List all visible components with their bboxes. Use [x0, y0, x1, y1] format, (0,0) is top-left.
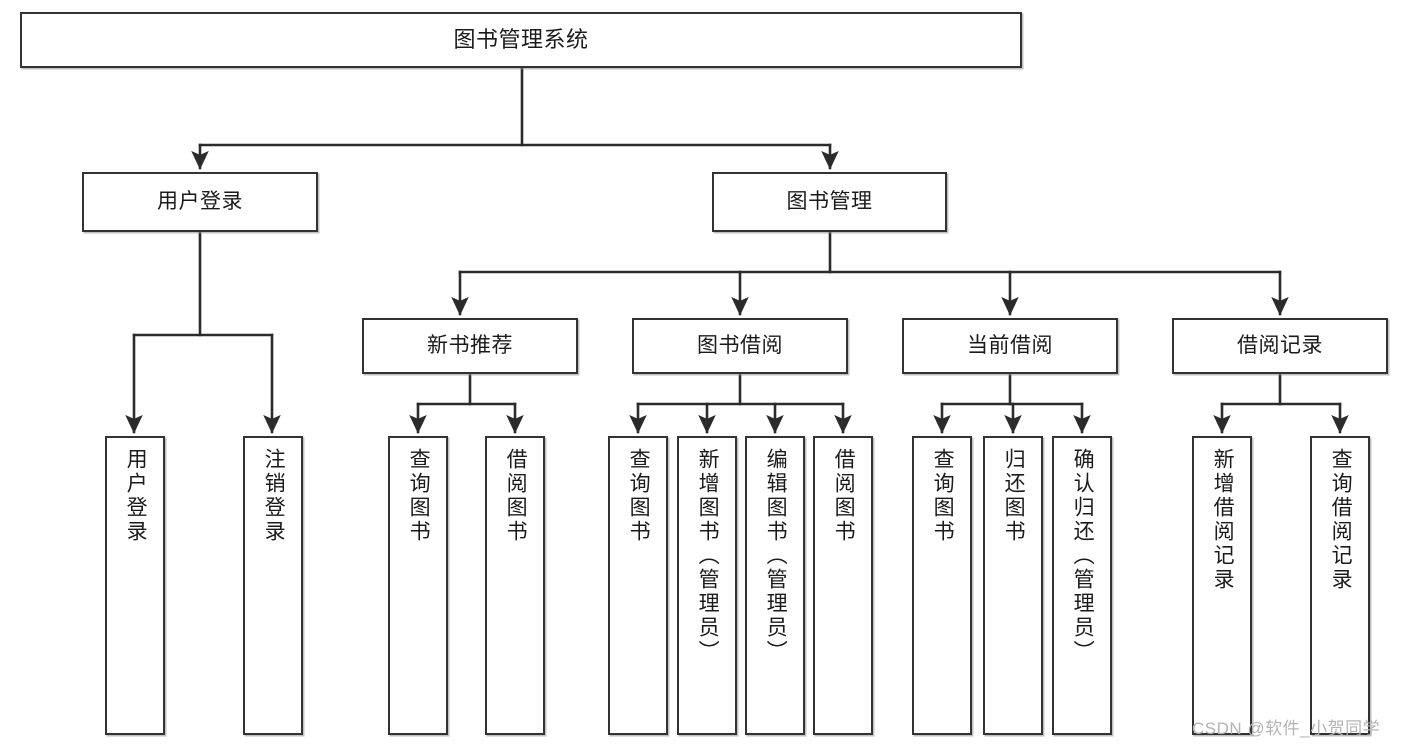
node-leaf-query-book-3[interactable]: 查询图书 — [912, 436, 972, 735]
node-current-borrow[interactable]: 当前借阅 — [902, 318, 1118, 374]
node-leaf-add-record-label: 新增借阅记录 — [1211, 448, 1235, 592]
node-new-book-recommend-label: 新书推荐 — [427, 333, 513, 357]
node-leaf-query-book-2-label: 查询图书 — [627, 448, 651, 544]
node-book-borrow-label: 图书借阅 — [697, 333, 783, 357]
node-leaf-logout-label: 注销登录 — [262, 448, 286, 544]
node-root-label: 图书管理系统 — [453, 27, 589, 53]
node-leaf-add-record[interactable]: 新增借阅记录 — [1192, 436, 1252, 735]
node-leaf-return-book[interactable]: 归还图书 — [983, 436, 1043, 735]
node-borrow-record[interactable]: 借阅记录 — [1172, 318, 1388, 374]
node-leaf-borrow-book-2[interactable]: 借阅图书 — [813, 436, 873, 735]
node-leaf-add-book[interactable]: 新增图书（管理员） — [677, 436, 737, 735]
node-leaf-borrow-book-1-label: 借阅图书 — [504, 448, 528, 544]
node-leaf-add-book-label: 新增图书（管理员） — [696, 448, 720, 664]
node-leaf-edit-book-label: 编辑图书（管理员） — [764, 448, 788, 664]
node-new-book-recommend[interactable]: 新书推荐 — [362, 318, 578, 374]
node-leaf-return-book-label: 归还图书 — [1002, 448, 1026, 544]
node-book-management[interactable]: 图书管理 — [712, 172, 947, 232]
node-leaf-query-book-1[interactable]: 查询图书 — [388, 436, 448, 735]
node-root[interactable]: 图书管理系统 — [20, 12, 1022, 68]
node-user-login[interactable]: 用户登录 — [82, 172, 318, 232]
node-leaf-logout[interactable]: 注销登录 — [243, 436, 303, 735]
node-leaf-borrow-book-2-label: 借阅图书 — [832, 448, 856, 544]
node-leaf-query-book-2[interactable]: 查询图书 — [608, 436, 668, 735]
node-leaf-user-login[interactable]: 用户登录 — [105, 436, 165, 735]
node-leaf-confirm-return[interactable]: 确认归还（管理员） — [1052, 436, 1112, 735]
node-leaf-query-book-1-label: 查询图书 — [407, 448, 431, 544]
csdn-watermark: CSDN @软件_小贺同学 — [1192, 719, 1381, 738]
node-user-login-label: 用户登录 — [157, 189, 243, 213]
node-book-borrow[interactable]: 图书借阅 — [632, 318, 848, 374]
node-current-borrow-label: 当前借阅 — [967, 333, 1053, 357]
node-leaf-edit-book[interactable]: 编辑图书（管理员） — [745, 436, 805, 735]
node-leaf-confirm-return-label: 确认归还（管理员） — [1071, 448, 1095, 664]
node-book-management-label: 图书管理 — [786, 189, 873, 213]
node-leaf-query-record-label: 查询借阅记录 — [1329, 448, 1353, 592]
node-borrow-record-label: 借阅记录 — [1237, 333, 1323, 357]
node-leaf-query-book-3-label: 查询图书 — [931, 448, 955, 544]
node-leaf-user-login-label: 用户登录 — [124, 448, 148, 544]
node-leaf-query-record[interactable]: 查询借阅记录 — [1310, 436, 1370, 735]
node-leaf-borrow-book-1[interactable]: 借阅图书 — [485, 436, 545, 735]
